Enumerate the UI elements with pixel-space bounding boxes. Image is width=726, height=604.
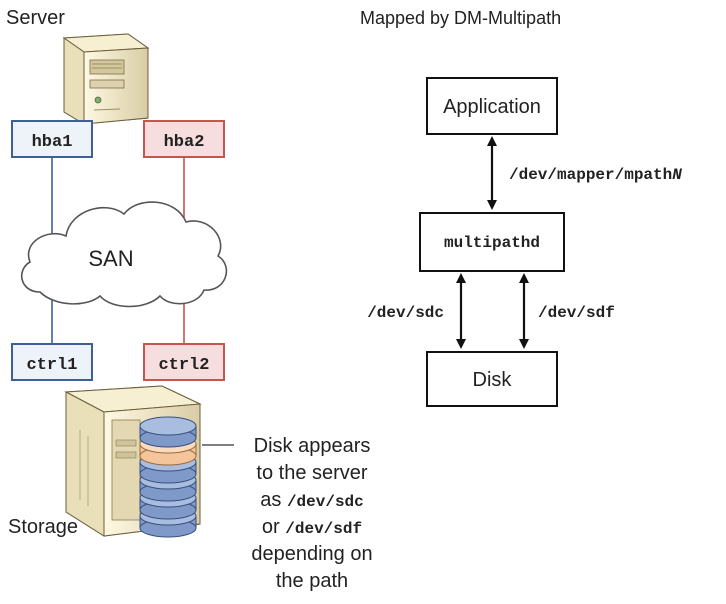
hba2-label: hba2: [164, 133, 205, 152]
hba2-box: hba2: [143, 120, 225, 158]
server-label: Server: [6, 7, 65, 29]
ctrl2-label: ctrl2: [158, 356, 209, 375]
hba1-box: hba1: [11, 120, 93, 158]
note-line-6: the path: [276, 570, 348, 592]
disk-note: Disk appears to the server as /dev/sdc o…: [251, 435, 372, 592]
note-line-1: Disk appears: [254, 435, 371, 457]
ctrl1-label: ctrl1: [26, 356, 77, 375]
dm-multipath-title: Mapped by DM-Multipath: [360, 8, 561, 28]
multipathd-label: multipathd: [444, 234, 540, 252]
sdf-path-label: /dev/sdf: [538, 304, 615, 322]
application-box: Application: [426, 77, 558, 135]
note-line-5: depending on: [251, 543, 372, 565]
hba1-label: hba1: [32, 133, 73, 152]
disk-label: Disk: [473, 369, 513, 391]
mapper-path-label: /dev/mapper/mpathN: [509, 166, 682, 184]
server-icon: [62, 33, 150, 125]
sdc-path-label: /dev/sdc: [367, 304, 444, 322]
ctrl1-box: ctrl1: [11, 343, 93, 381]
note-line-3: as /dev/sdc: [260, 489, 364, 511]
san-cloud: SAN: [20, 201, 228, 308]
note-line-2: to the server: [256, 462, 368, 484]
application-label: Application: [443, 96, 541, 118]
note-line-4: or /dev/sdf: [262, 516, 362, 538]
disk-platter: [139, 416, 197, 448]
disk-box: Disk: [426, 351, 558, 407]
ctrl2-box: ctrl2: [143, 343, 225, 381]
multipathd-box: multipathd: [419, 212, 565, 272]
san-label: SAN: [88, 246, 133, 271]
storage-label: Storage: [8, 516, 78, 538]
disk-stack-icon: [139, 416, 197, 538]
